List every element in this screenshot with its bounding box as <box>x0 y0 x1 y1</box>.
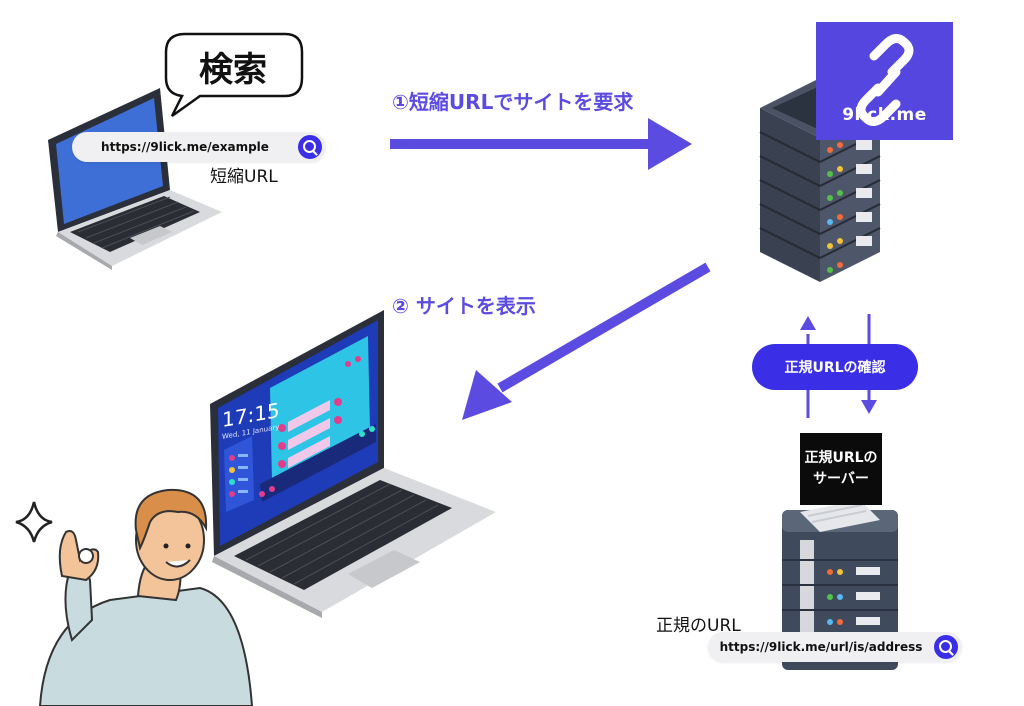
speech-bubble <box>164 32 304 118</box>
short-url-label: 短縮URL <box>210 167 278 187</box>
laptop-client-icon <box>48 88 222 270</box>
sparkle-icon <box>15 501 53 543</box>
origin-server-label-line1: 正規URLの <box>804 450 878 466</box>
request-arrow <box>390 118 692 170</box>
origin-server-icon <box>782 500 898 670</box>
step1-label: ①短縮URLでサイトを要求 <box>392 90 634 114</box>
logo-box <box>816 22 953 140</box>
origin-server-label: 正規URLの サーバー <box>800 433 882 505</box>
search-icon[interactable] <box>934 635 958 659</box>
response-arrow <box>462 262 711 420</box>
canonical-url-label: 正規のURL <box>656 616 741 636</box>
verify-canonical-pill: 正規URLの確認 <box>752 344 918 390</box>
origin-server-label-line2: サーバー <box>813 471 869 487</box>
canonical-url-search-bar[interactable]: https://9lick.me/url/is/address <box>708 632 962 662</box>
canonical-url-text: https://9lick.me/url/is/address <box>719 640 923 654</box>
chain-link-icon <box>856 34 914 126</box>
step2-label: ② サイトを表示 <box>392 294 536 318</box>
logo-text: 9lick.me <box>842 105 927 125</box>
short-url-search-bar[interactable]: https://9lick.me/example <box>72 132 326 162</box>
laptop-site-icon <box>210 310 496 618</box>
search-icon[interactable] <box>298 135 322 159</box>
search-bubble-text: 検索 <box>199 49 267 90</box>
short-url-text: https://9lick.me/example <box>101 140 269 154</box>
person-ok-icon <box>38 488 254 706</box>
